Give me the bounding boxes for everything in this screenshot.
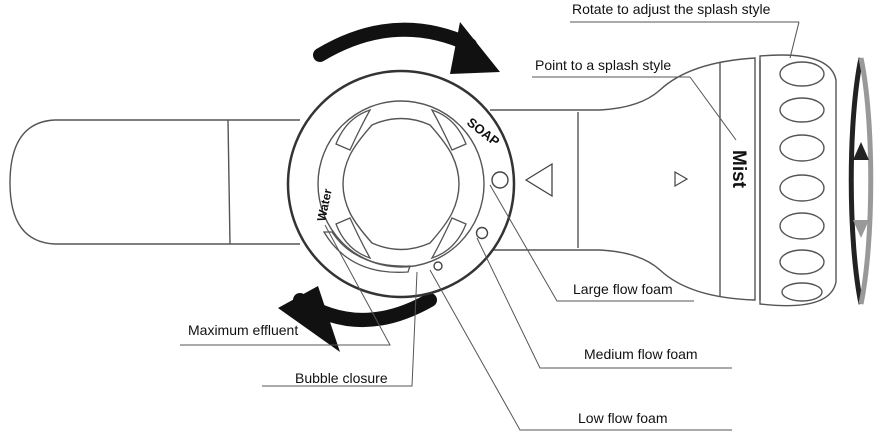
callout-large-flow: Large flow foam: [573, 281, 673, 297]
callout-point: Point to a splash style: [535, 57, 672, 73]
mist-label: Mist: [728, 150, 749, 189]
handle-body: [9, 57, 756, 301]
dial-pad-top-right: [430, 108, 467, 151]
callout-medium-flow: Medium flow foam: [584, 346, 698, 362]
dial-cross-center: [342, 117, 460, 251]
dial-pad-bottom-right: [430, 217, 467, 260]
rotation-arrow-bottom: [278, 286, 437, 352]
water-label: Water: [314, 187, 335, 222]
nozzle-head: [759, 54, 837, 307]
callout-maximum-effluent: Maximum effluent: [188, 322, 299, 338]
callout-bubble-closure: Bubble closure: [295, 370, 388, 386]
dial-pad-bottom-left: [335, 217, 372, 260]
selector-dial: SOAP Water: [286, 69, 516, 299]
triangle-indicator-large: [524, 162, 553, 198]
water-flow-arc: [322, 231, 411, 273]
soap-hole-low: [433, 261, 443, 271]
rotation-arrow-top: [313, 22, 500, 74]
dial-pad-top-left: [335, 108, 372, 151]
callout-low-flow: Low flow foam: [578, 410, 668, 426]
rotation-arrow-vertical: [848, 57, 874, 305]
soap-hole-large: [491, 171, 509, 189]
leader-lines: [180, 21, 800, 431]
callout-rotate: Rotate to adjust the splash style: [572, 1, 771, 17]
triangle-indicator-small: [674, 170, 689, 188]
soap-hole-medium: [475, 226, 489, 240]
